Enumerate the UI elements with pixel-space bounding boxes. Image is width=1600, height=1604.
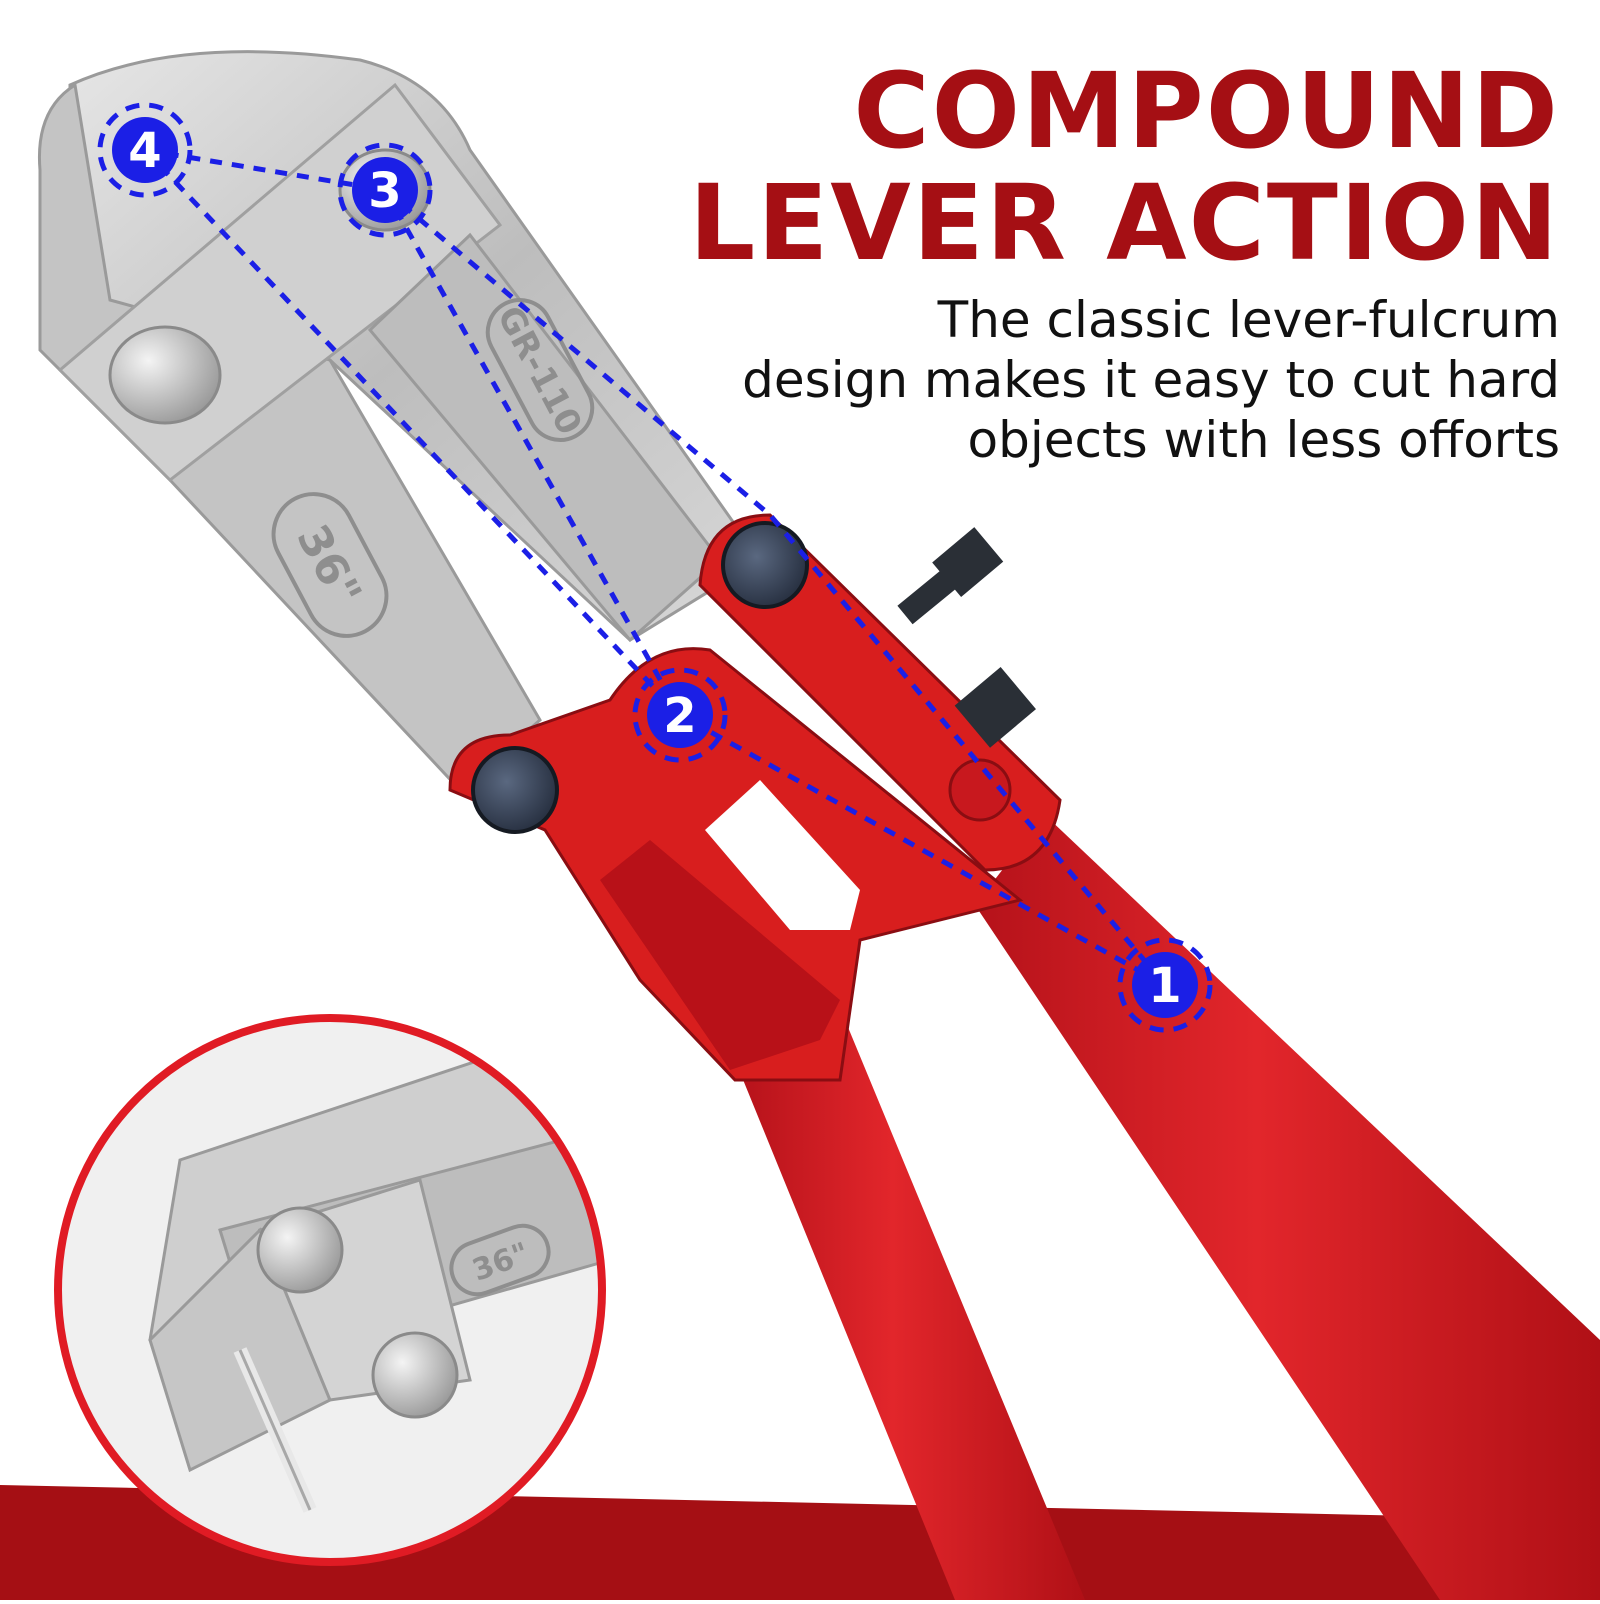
adjustment-nut: [954, 667, 1036, 748]
lever-point-1-marker: 1: [1117, 937, 1213, 1033]
pivot-bolt-right: [721, 521, 809, 609]
lever-point-1-label: 1: [1148, 958, 1181, 1014]
lever-point-3-marker: 3: [337, 142, 433, 238]
lever-point-3-label: 3: [368, 163, 401, 219]
description-line-1: The classic lever-fulcrum: [937, 291, 1560, 349]
headline-line-2: LEVER ACTION: [688, 162, 1560, 284]
headline: COMPOUND LEVER ACTION: [689, 55, 1560, 279]
jaw-pin-lower: [108, 325, 222, 425]
lever-point-2-label: 2: [663, 688, 696, 744]
inset-closeup: 36": [54, 1014, 606, 1566]
headline-line-1: COMPOUND: [853, 50, 1560, 172]
embossed-size-mark: 36": [271, 492, 389, 638]
lever-point-4-marker: 4: [97, 102, 193, 198]
yoke-cutout: [600, 840, 840, 1070]
left-handle: [735, 1020, 1085, 1600]
yoke-opening: [705, 780, 860, 930]
adjustment-bolt-head: [932, 527, 1004, 597]
description-line-3: objects with less offorts: [967, 411, 1560, 469]
lever-point-2-marker: 2: [632, 667, 728, 763]
pivot-pin-center: [948, 758, 1012, 822]
lever-point-4-label: 4: [128, 123, 161, 179]
description: The classic lever-fulcrum design makes i…: [660, 290, 1560, 470]
right-handle: [975, 815, 1600, 1600]
description-line-2: design makes it easy to cut hard: [742, 351, 1560, 409]
pivot-bolt-left: [471, 746, 559, 834]
